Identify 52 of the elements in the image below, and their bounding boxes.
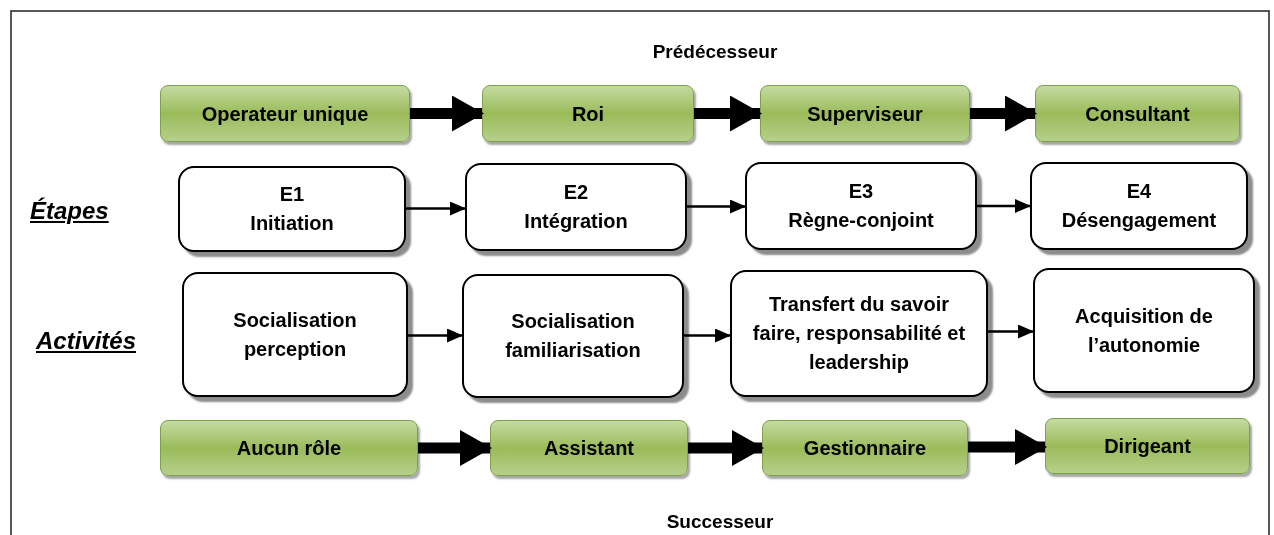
role-label: Superviseur bbox=[807, 101, 923, 127]
role-label: Aucun rôle bbox=[236, 436, 342, 461]
role-label: Operateur unique bbox=[201, 101, 369, 127]
stage-box bbox=[745, 162, 977, 250]
activity-box bbox=[1033, 268, 1255, 393]
box-text: Socialisation perception bbox=[232, 307, 358, 362]
role-label: Gestionnaire bbox=[803, 436, 927, 461]
stage-code: E2 bbox=[563, 180, 589, 205]
stage-code: E3 bbox=[848, 179, 874, 204]
arrow bbox=[687, 199, 746, 214]
stage-box bbox=[178, 166, 406, 252]
role-box bbox=[1035, 85, 1240, 142]
row-title: Successeur bbox=[665, 510, 775, 534]
arrow bbox=[410, 95, 484, 132]
role-label: Roi bbox=[571, 101, 605, 127]
role-box bbox=[160, 85, 410, 142]
box-text: Règne-conjoint bbox=[788, 208, 934, 233]
arrow bbox=[418, 430, 492, 466]
row-heading: Étapes bbox=[30, 196, 109, 226]
role-label: Consultant bbox=[1085, 101, 1190, 127]
stage-code: E1 bbox=[279, 182, 305, 207]
role-box bbox=[160, 420, 418, 476]
box-text: Désengagement bbox=[1061, 208, 1217, 233]
box-text: Transfert du savoir faire, responsabilité et leadership bbox=[751, 292, 967, 375]
role-box bbox=[490, 420, 688, 476]
role-box bbox=[482, 85, 694, 142]
role-box bbox=[762, 420, 968, 476]
stage-box bbox=[1030, 162, 1248, 250]
arrow bbox=[988, 324, 1034, 339]
activity-box bbox=[462, 274, 684, 398]
arrow bbox=[406, 201, 466, 216]
arrow bbox=[970, 95, 1037, 132]
activity-box bbox=[182, 272, 408, 397]
role-label: Assistant bbox=[544, 436, 634, 461]
row-heading: Activités bbox=[36, 326, 137, 356]
stage-code: E4 bbox=[1126, 179, 1152, 204]
box-text: Socialisation familiarisation bbox=[504, 309, 642, 363]
arrow bbox=[684, 328, 731, 343]
box-text: Initiation bbox=[250, 211, 334, 236]
activity-box bbox=[730, 270, 988, 397]
arrow bbox=[688, 430, 764, 466]
role-label: Dirigeant bbox=[1104, 434, 1191, 459]
row-title: Prédécesseur bbox=[651, 40, 779, 64]
role-box bbox=[760, 85, 970, 142]
role-box bbox=[1045, 418, 1250, 474]
arrow bbox=[977, 199, 1031, 213]
stage-box bbox=[465, 163, 687, 251]
arrow bbox=[968, 429, 1047, 465]
box-text: Intégration bbox=[524, 209, 628, 234]
arrow bbox=[694, 95, 762, 132]
arrow bbox=[408, 328, 463, 343]
box-text: Acquisition de l’autonomie bbox=[1074, 303, 1214, 358]
